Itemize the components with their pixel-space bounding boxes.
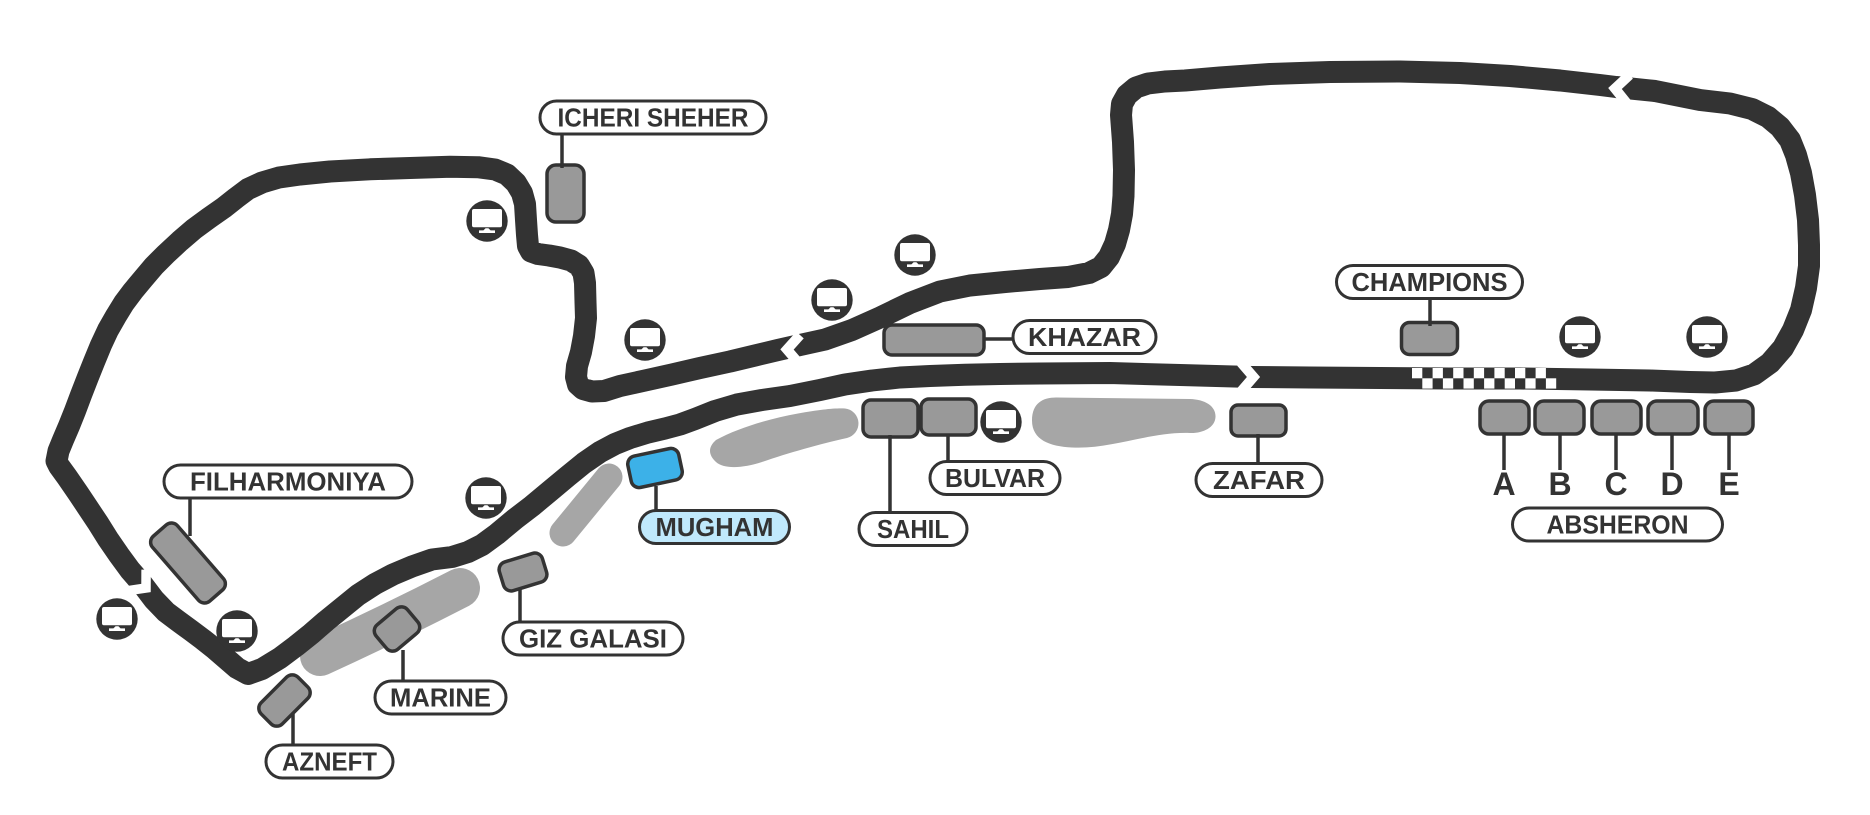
svg-text:KHAZAR: KHAZAR xyxy=(1028,324,1141,352)
svg-text:FILHARMONIYA: FILHARMONIYA xyxy=(190,469,386,497)
svg-text:B: B xyxy=(1548,466,1571,502)
svg-text:CHAMPIONS: CHAMPIONS xyxy=(1352,269,1508,297)
svg-text:MARINE: MARINE xyxy=(390,685,491,713)
svg-text:E: E xyxy=(1718,466,1739,502)
svg-text:ICHERI SHEHER: ICHERI SHEHER xyxy=(558,105,749,133)
svg-text:D: D xyxy=(1660,466,1683,502)
svg-text:SAHIL: SAHIL xyxy=(877,516,949,544)
svg-text:C: C xyxy=(1604,466,1627,502)
svg-text:ZAFAR: ZAFAR xyxy=(1213,467,1305,495)
svg-text:BULVAR: BULVAR xyxy=(945,465,1045,493)
svg-text:AZNEFT: AZNEFT xyxy=(282,749,377,777)
svg-text:MUGHAM: MUGHAM xyxy=(656,514,774,542)
svg-text:GIZ GALASI: GIZ GALASI xyxy=(519,626,667,654)
svg-text:ABSHERON: ABSHERON xyxy=(1547,512,1689,540)
svg-text:A: A xyxy=(1492,466,1515,502)
